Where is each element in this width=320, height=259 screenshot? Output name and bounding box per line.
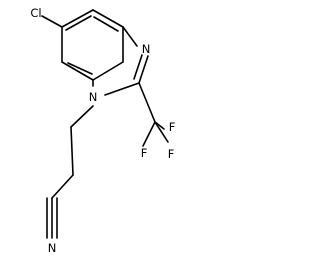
imidazole-nitrogen-1: N — [89, 90, 98, 104]
bond-n1-ch2 — [70, 105, 94, 128]
bond-c-f-right — [154, 121, 169, 143]
bond-c3a-c4 — [92, 9, 124, 28]
bond-c2-cf3 — [138, 82, 156, 123]
bond-c5-c5-inner — [65, 15, 92, 31]
imidazole-nitrogen-3: N — [142, 42, 151, 56]
nitrile-nitrogen: N — [48, 241, 57, 255]
bond-c6-c7 — [61, 61, 94, 81]
bond-ch2-ch2 — [70, 126, 74, 176]
structure-diagram: Cl N N F F F N — [30, 6, 176, 255]
benzene-ring — [61, 9, 124, 81]
bond-c3a-n3 — [122, 26, 138, 47]
chlorine-atom: Cl — [30, 6, 41, 20]
imidazole-ring — [92, 26, 149, 96]
bond-n3-c2-inner — [133, 54, 143, 80]
bond-c4-c5 — [61, 9, 94, 28]
bond-c2-n1 — [104, 82, 140, 96]
bond-c7-c7a — [92, 61, 124, 81]
fluorine-atom-top: F — [169, 120, 176, 134]
bond-c-cl — [41, 15, 63, 28]
fluorine-atom-right: F — [168, 147, 175, 161]
bond-c3a-c4-inner — [93, 16, 119, 32]
bond-ch2-cn — [51, 174, 74, 199]
bond-n3-c2 — [138, 55, 149, 84]
bond-c7-c7a-inner — [67, 62, 93, 75]
fluorine-atom-left: F — [141, 146, 148, 160]
bond-c-f-left — [142, 121, 156, 147]
triple-bond-nitrile — [46, 197, 58, 239]
